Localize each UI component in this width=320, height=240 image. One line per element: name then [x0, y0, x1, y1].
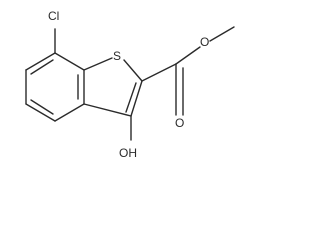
- bond-s-c2: [123, 59, 143, 82]
- double-bond-c6-c7: [30, 59, 54, 75]
- bond-c4-c5: [25, 103, 56, 122]
- sulfur-label: S: [113, 49, 121, 63]
- structure-diagram: Cl S OH O O: [25, 9, 235, 160]
- chlorine-label: Cl: [48, 9, 59, 23]
- bond-c3a-c4: [54, 103, 85, 122]
- bond-c3-c3a: [83, 103, 132, 117]
- bond-oester-methyl: [209, 26, 235, 42]
- bond-c2-c3: [130, 80, 143, 117]
- benzothiophene-structure: Cl S OH O O: [25, 9, 235, 160]
- ester-oxygen-label: O: [200, 35, 209, 49]
- bond-c7a-s: [83, 57, 113, 71]
- bond-c6-c7: [25, 52, 56, 71]
- bond-ccarbonyl-oester: [175, 46, 201, 65]
- carbonyl-oxygen-label: O: [175, 116, 184, 130]
- hydroxyl-label: OH: [119, 146, 137, 160]
- double-bond-c2-c3: [125, 82, 137, 113]
- bond-c2-ccarbonyl: [141, 63, 177, 82]
- bond-c7-c7a: [54, 52, 85, 71]
- double-bond-c4-c5: [30, 99, 54, 115]
